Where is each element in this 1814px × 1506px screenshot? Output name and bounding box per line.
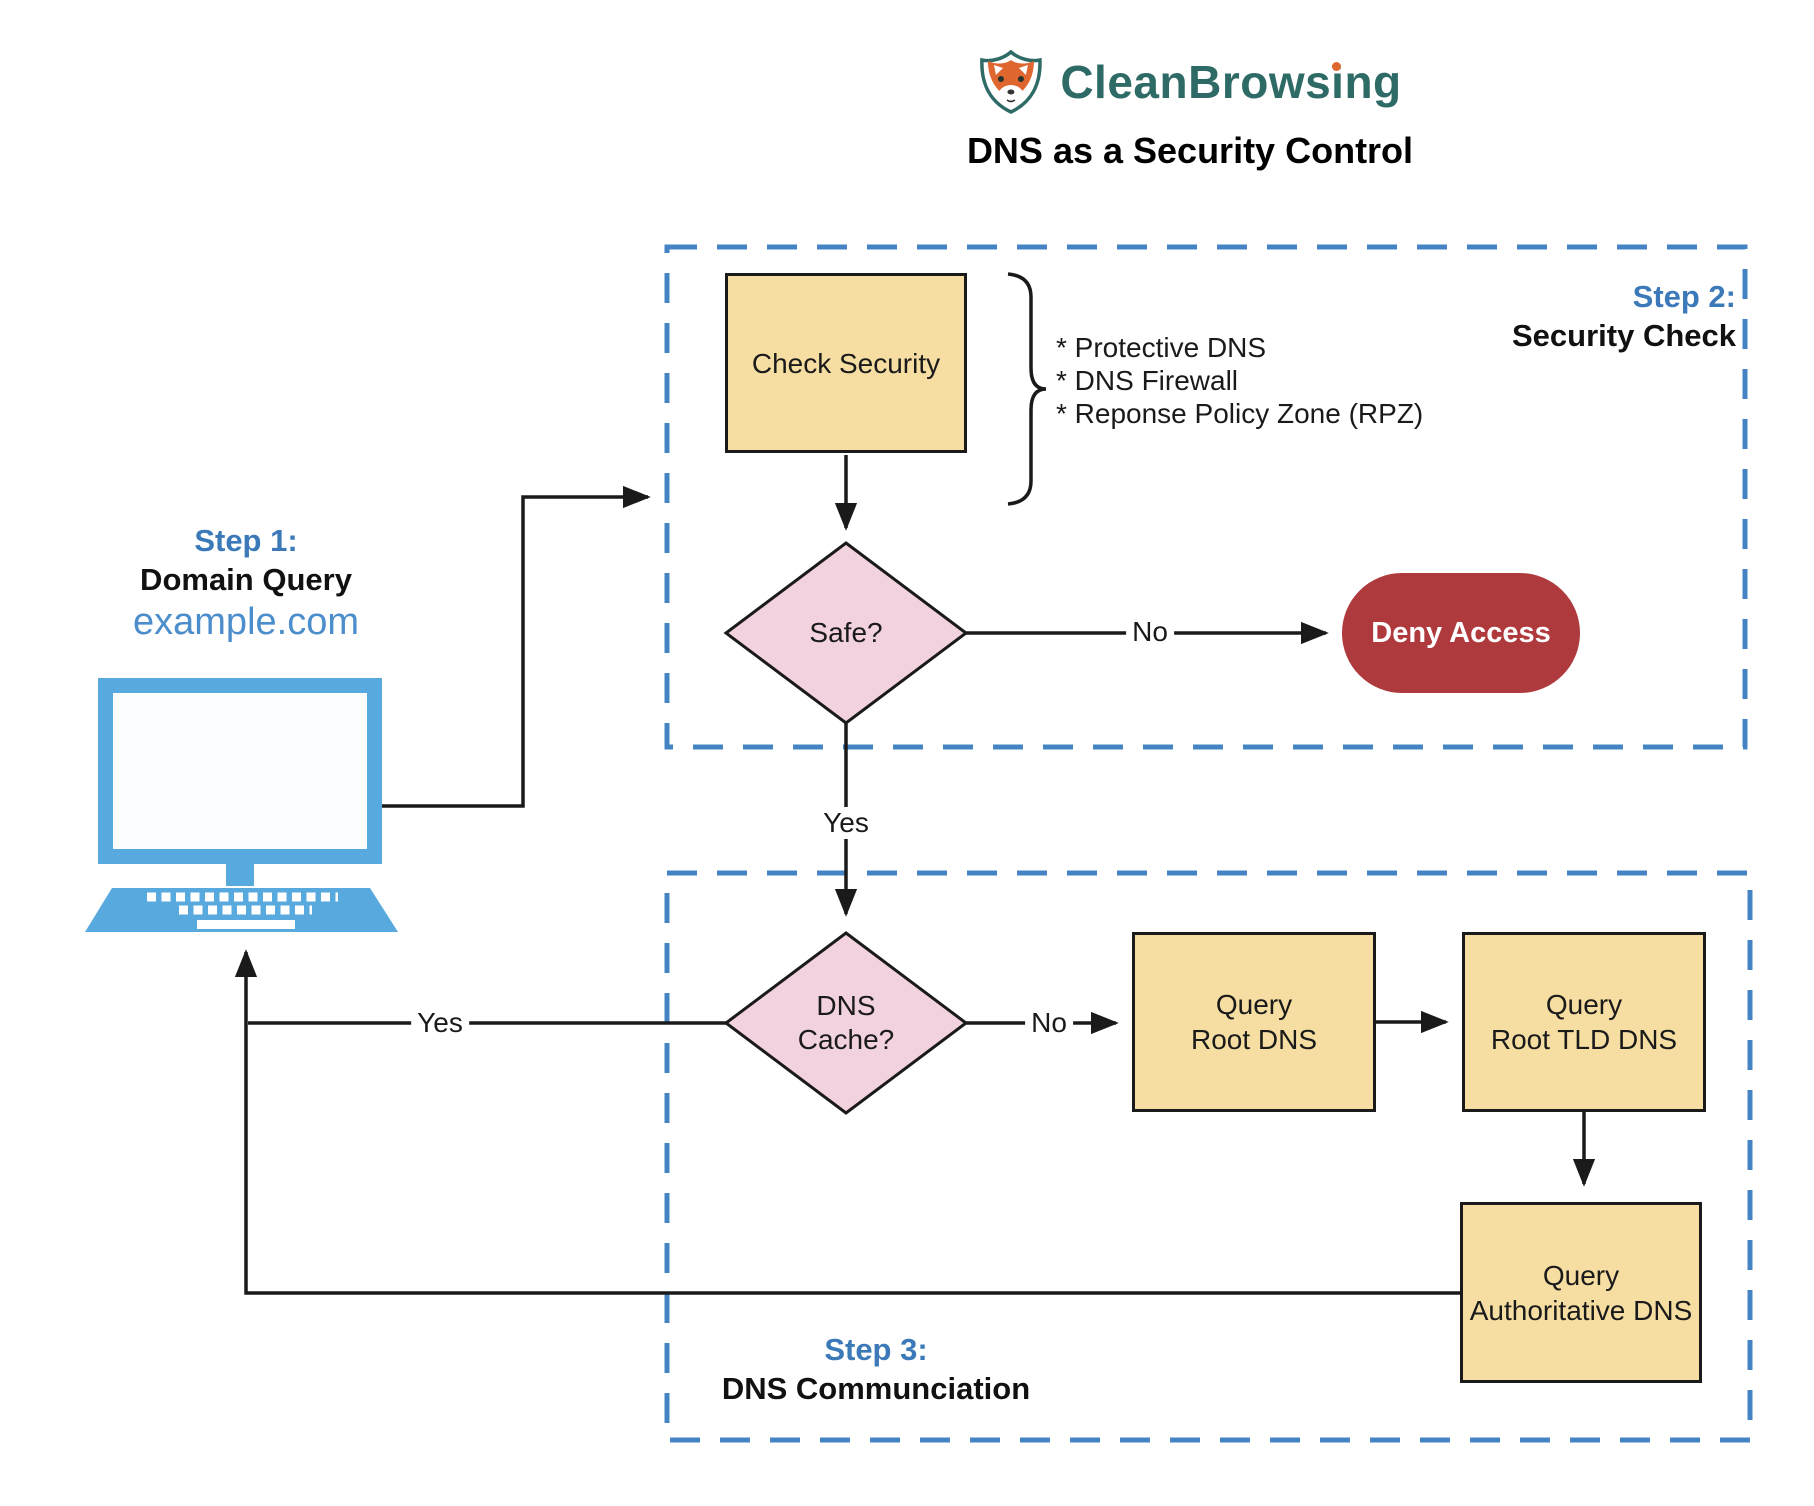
list-item: * Reponse Policy Zone (RPZ) [1056, 398, 1424, 429]
deny-access-node: Deny Access [1342, 573, 1580, 693]
cache-no-edge-label: No [1025, 1007, 1073, 1039]
step1-name: Domain Query [140, 562, 352, 597]
cleanbrowsing-fox-logo-icon [980, 50, 1043, 114]
step1-caption: Step 1: Domain Query example.com [133, 521, 359, 645]
connector-computer-to-step2 [382, 485, 651, 808]
step1-label: Step 1: [194, 523, 298, 558]
brand-wrap: CleanBrowsing [1060, 55, 1401, 109]
security-methods-list: * Protective DNS * DNS Firewall * Repons… [1056, 331, 1423, 430]
brand-i-dot-icon [1332, 62, 1342, 71]
dns-cache-decision-label: DNS Cache? [797, 989, 895, 1055]
computer-icon [85, 678, 398, 932]
connector-auth-return-to-computer [234, 949, 1460, 1295]
query-root-tld-dns-node: Query Root TLD DNS [1462, 932, 1706, 1112]
step2-name: Security Check [1512, 318, 1736, 353]
query-root-dns-node: Query Root DNS [1132, 932, 1376, 1112]
step3-name: DNS Communciation [721, 1371, 1031, 1406]
cache-yes-edge-label: Yes [411, 1007, 469, 1039]
page-title: DNS as a Security Control [966, 130, 1414, 171]
step3-boundary [664, 870, 1753, 1443]
step1-domain: example.com [133, 601, 359, 643]
list-item: * DNS Firewall [1056, 365, 1239, 396]
safe-decision-label: Safe? [809, 616, 883, 648]
dns-cache-decision-diamond [723, 931, 969, 1115]
list-item: * Protective DNS [1056, 332, 1267, 363]
safe-decision-diamond [723, 541, 969, 725]
step3-caption: Step 3: DNS Communciation [722, 1330, 1030, 1408]
step3-label: Step 3: [824, 1332, 928, 1367]
query-authoritative-dns-node: Query Authoritative DNS [1460, 1202, 1702, 1383]
brand-row: CleanBrowsing [967, 50, 1413, 114]
check-security-node: Check Security [725, 273, 967, 453]
safe-yes-edge-label: Yes [817, 807, 875, 839]
header: CleanBrowsing DNS as a Security Control [967, 50, 1413, 172]
step2-caption: Step 2: Security Check [1512, 277, 1736, 355]
step2-boundary [664, 244, 1748, 750]
brace-icon [1007, 272, 1047, 506]
step2-label: Step 2: [1632, 279, 1736, 314]
safe-no-edge-label: No [1126, 616, 1174, 648]
brand-name: CleanBrowsing [1060, 56, 1402, 108]
